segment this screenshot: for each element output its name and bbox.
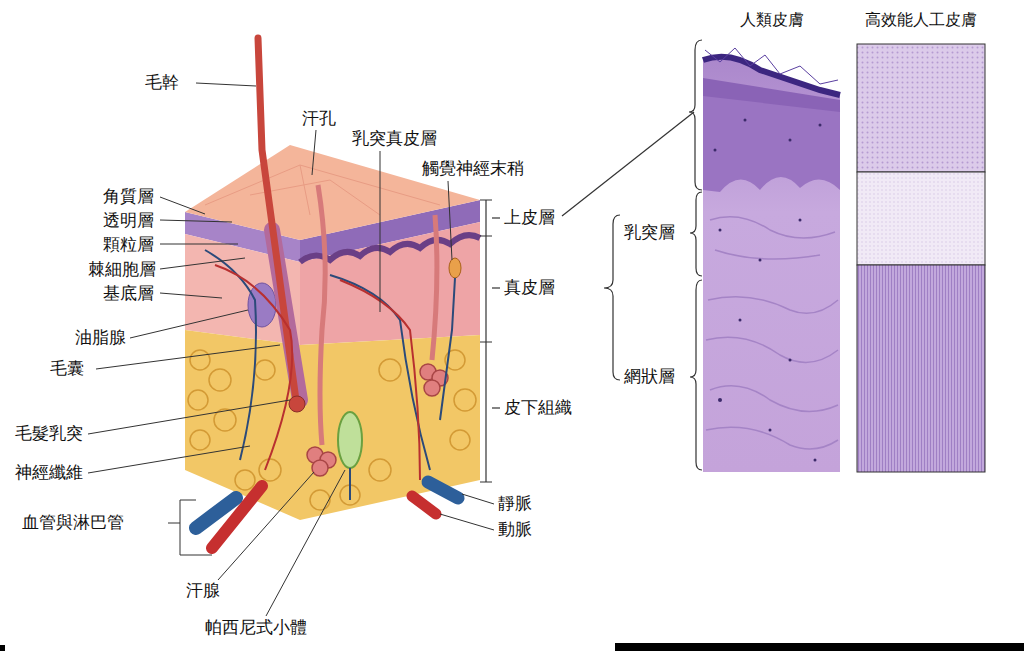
label-holder: 網狀層: [624, 366, 675, 386]
pore-label: 汗孔: [302, 108, 336, 128]
label-holder: 神經纖維: [15, 462, 83, 482]
skin-layer-label: 真皮層: [504, 277, 555, 297]
gland-label: 汗腺: [186, 580, 220, 600]
edge-bar: [615, 643, 1024, 651]
label-holder: 透明層: [103, 210, 154, 230]
label-holder: 上皮層: [504, 207, 555, 227]
label-holder: 毛幹: [145, 72, 179, 92]
skin-layer-label: 上皮層: [504, 207, 555, 227]
panel-heading: 高效能人工皮膚: [845, 10, 997, 29]
dermis-sublayer-label: 乳突層: [624, 222, 675, 242]
label-holder: 帕西尼式小體: [205, 617, 307, 637]
layer-label: 顆粒層: [103, 234, 154, 254]
layer-label: 基底層: [103, 283, 154, 303]
label-holder: 毛髮乳突: [15, 423, 83, 443]
label-holder: 基底層: [103, 283, 154, 303]
histology-image: [703, 38, 840, 472]
hair-shaft-label: 毛幹: [145, 72, 179, 92]
papillary-dermis-label: 乳突真皮層: [352, 128, 437, 148]
vessel-label: 血管與淋巴管: [22, 512, 124, 532]
label-holder: 乳突真皮層: [352, 128, 437, 148]
tactile-nerve-label: 觸覺神經末稍: [422, 158, 524, 178]
label-holder: 動脈: [498, 519, 532, 539]
label-holder: 汗孔: [302, 108, 336, 128]
braces: [562, 40, 702, 470]
label-holder: 油脂腺: [75, 327, 126, 347]
dermis-sublayer-label: 網狀層: [624, 366, 675, 386]
label-holder: 靜脈: [498, 493, 532, 513]
gland-label: 油脂腺: [75, 327, 126, 347]
label-holder: 角質層: [103, 186, 154, 206]
skin-block: [185, 38, 480, 548]
nerve-label: 神經纖維: [15, 462, 83, 482]
label-holder: 乳突層: [624, 222, 675, 242]
vein-label: 靜脈: [498, 493, 532, 513]
label-holder: 顆粒層: [103, 234, 154, 254]
layer-label: 棘細胞層: [88, 259, 156, 279]
label-holder: 棘細胞層: [88, 259, 156, 279]
layer-bracket: [480, 200, 500, 482]
histology-panel: 人類皮膚: [696, 10, 847, 474]
skin-layer-label: 皮下組織: [504, 397, 572, 417]
follicle-label: 毛囊: [50, 358, 84, 378]
label-holder: 真皮層: [504, 277, 555, 297]
label-holder: 血管與淋巴管: [22, 512, 124, 532]
label-holder: 毛囊: [50, 358, 84, 378]
panel-heading: 人類皮膚: [696, 10, 847, 29]
label-holder: 觸覺神經末稍: [422, 158, 524, 178]
artery-label: 動脈: [498, 519, 532, 539]
edge-bar: [0, 645, 5, 651]
layer-label: 透明層: [103, 210, 154, 230]
papilla-label: 毛髮乳突: [15, 423, 83, 443]
artificial-skin-panel: 高效能人工皮膚: [845, 10, 997, 474]
layer-label: 角質層: [103, 186, 154, 206]
artificial-skin: [857, 44, 985, 472]
label-holder: 汗腺: [186, 580, 220, 600]
corpuscle-label: 帕西尼式小體: [205, 617, 307, 637]
label-holder: 皮下組織: [504, 397, 572, 417]
